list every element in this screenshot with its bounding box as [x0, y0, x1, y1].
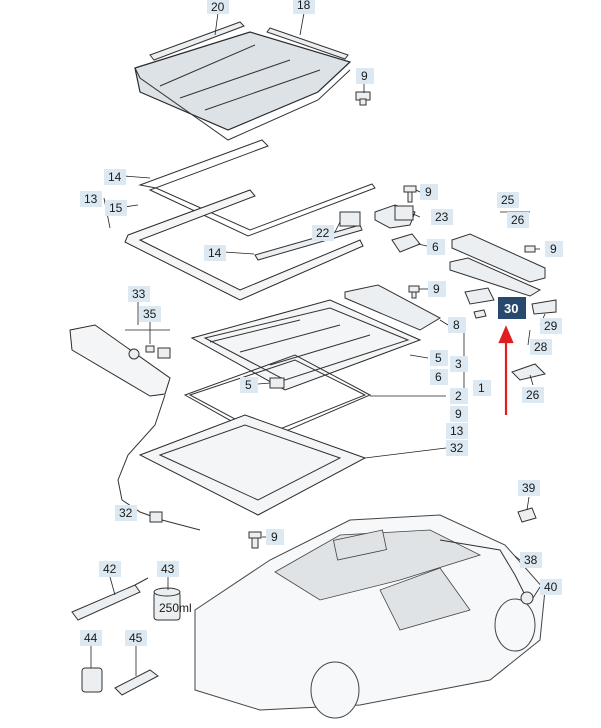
label-22: 22 — [316, 226, 330, 240]
label-2: 2 — [455, 389, 462, 403]
seal-strip-18 — [266, 27, 349, 60]
label-6a: 6 — [432, 240, 439, 254]
label-28: 28 — [534, 340, 548, 354]
roof-frame-lower — [138, 414, 367, 516]
label-26b: 26 — [526, 388, 540, 402]
label-32b: 32 — [119, 506, 133, 520]
cover-8 — [344, 284, 442, 331]
label-25: 25 — [501, 193, 515, 207]
label-45: 45 — [129, 631, 143, 645]
label-14b: 14 — [208, 246, 222, 260]
label-29: 29 — [544, 319, 558, 333]
seal-frame-15 — [124, 189, 364, 301]
label-9e: 9 — [455, 407, 462, 421]
label-14a: 14 — [108, 170, 122, 184]
label-30: 30 — [504, 301, 518, 316]
label-15: 15 — [109, 201, 123, 215]
screw-9b — [403, 185, 417, 203]
label-13b: 13 — [450, 424, 464, 438]
sunroof-frame — [190, 299, 422, 391]
tube-45 — [114, 669, 159, 696]
label-1: 1 — [478, 381, 485, 395]
motor-23 — [374, 204, 416, 229]
label-42: 42 — [103, 562, 117, 576]
screw-9d — [408, 285, 420, 299]
label-9c: 9 — [550, 242, 557, 256]
clip-5 — [269, 377, 285, 389]
highlight-badge — [498, 297, 526, 319]
label-9b: 9 — [425, 185, 432, 199]
label-44: 44 — [84, 631, 98, 645]
small-parts-35 — [128, 345, 171, 360]
clip-part — [464, 287, 495, 319]
glass-panel — [134, 31, 352, 141]
label-3: 3 — [455, 357, 462, 371]
can-label: 250ml — [159, 601, 192, 615]
bracket-26b — [511, 363, 546, 381]
label-26a: 26 — [511, 213, 525, 227]
can-43: 250ml — [153, 587, 192, 621]
deflector-33 — [69, 324, 171, 397]
seal-strip-14b — [254, 224, 363, 261]
label-33: 33 — [132, 287, 146, 301]
rail-26 — [449, 257, 542, 297]
label-8: 8 — [453, 318, 460, 332]
label-20: 20 — [211, 0, 225, 14]
label-38: 38 — [524, 553, 538, 567]
label-32a: 32 — [450, 441, 464, 455]
screw-9f — [248, 531, 262, 549]
seal-strip-20 — [149, 21, 245, 61]
label-9a: 9 — [361, 69, 368, 83]
block-22 — [339, 211, 361, 227]
bracket-6 — [391, 233, 421, 253]
label-35: 35 — [143, 307, 157, 321]
screw-9c — [524, 245, 536, 253]
label-13a: 13 — [84, 192, 98, 206]
label-43: 43 — [161, 562, 175, 576]
car-illustration — [194, 507, 546, 719]
label-6b: 6 — [435, 370, 442, 384]
rail-25 — [451, 233, 546, 283]
callout-labels: 20 18 9 14 13 15 14 9 23 22 6 25 26 9 9 … — [80, 0, 563, 646]
drain-hose-32 — [117, 394, 201, 531]
label-40: 40 — [544, 580, 558, 594]
container-44 — [81, 667, 103, 693]
label-5a: 5 — [245, 378, 252, 392]
label-9d: 9 — [433, 282, 440, 296]
label-9f: 9 — [271, 530, 278, 544]
screw-9a — [355, 91, 371, 106]
label-23: 23 — [435, 210, 449, 224]
bracket-29 — [531, 299, 557, 315]
label-18: 18 — [297, 0, 311, 12]
cartridge-42 — [71, 577, 149, 621]
label-39: 39 — [522, 481, 536, 495]
label-5b: 5 — [435, 351, 442, 365]
highlight-arrow — [498, 325, 514, 415]
